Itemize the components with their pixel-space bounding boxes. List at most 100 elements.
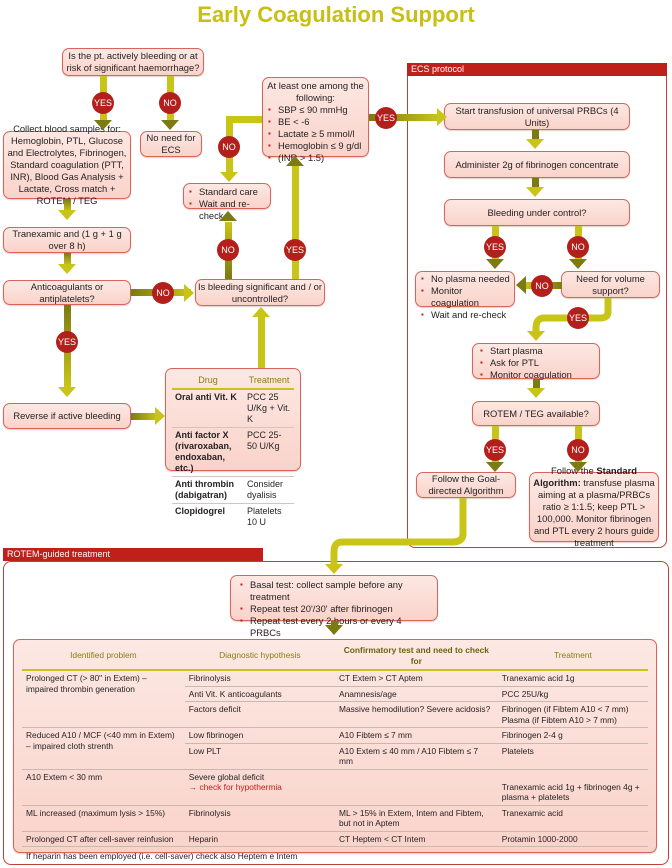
- anticoag-question-box: Anticoagulants or antiplatelets?: [3, 280, 131, 305]
- significant-question-text: Is bleeding significant and / or uncontr…: [197, 280, 323, 304]
- list-item: (INR > 1.5): [267, 152, 364, 164]
- treatment-cell: PCC 25U/kg: [497, 685, 648, 702]
- question-bleeding-box: Is the pt. actively bleeding or at risk …: [62, 48, 204, 76]
- tranexamic-box: Tranexamic and (1 g + 1 g over 8 h): [3, 227, 131, 253]
- yes-badge: YES: [375, 107, 397, 129]
- arrow-down-icon: [569, 259, 587, 269]
- connector: [64, 253, 71, 265]
- test-cell: CT Extem > CT Aptem: [338, 673, 423, 683]
- connector: [532, 178, 539, 188]
- table-row: ML increased (maximum lysis > 15%) Fibri…: [22, 804, 648, 831]
- arrow-down-icon: [58, 210, 76, 220]
- problem-cell: Reduced A10 / MCF (<40 mm in Extem) – im…: [22, 727, 185, 769]
- test-cell: A10 Extem ≤ 40 mm / A10 Fibtem ≤ 7 mm: [334, 742, 498, 769]
- hypothesis-cell: Low fibrinogen: [184, 727, 335, 743]
- connector: [226, 116, 262, 123]
- problem-header: Identified problem: [22, 642, 185, 671]
- table-row: Prolonged CT (> 80" in Extem) – impaired…: [22, 670, 648, 694]
- test-header: Confirmatory test and need to check for: [334, 642, 498, 671]
- problem-cell: Prolonged CT (> 80" in Extem) – impaired…: [26, 673, 147, 694]
- table-row: Prolonged CT after cell-saver reinfusion…: [22, 830, 648, 847]
- connector: [369, 114, 439, 121]
- connector: [131, 413, 157, 420]
- fibrinogen-text: Administer 2g of fibrinogen concentrate: [455, 158, 619, 170]
- list-item: Hemoglobin ≤ 9 g/dl: [267, 140, 364, 152]
- rotem-table-box: Identified problem Diagnostic hypothesis…: [13, 639, 657, 864]
- goal-directed-text: Follow the Goal-directed Algorithm: [428, 473, 504, 496]
- drug-cell: Anti factor X (rivaroxaban, endoxaban, e…: [172, 427, 245, 477]
- arrow-down-icon: [527, 331, 545, 341]
- treatment-header: Treatment: [244, 373, 294, 390]
- start-transfusion-box: Start transfusion of universal PRBCs (4 …: [444, 103, 630, 130]
- rotem-table: Identified problem Diagnostic hypothesis…: [22, 642, 648, 864]
- list-item: Lactate ≥ 5 mmol/l: [267, 128, 364, 140]
- arrow-right-icon: [437, 108, 447, 126]
- standard-algorithm-text: Follow the Standard Algorithm: transfuse…: [532, 465, 656, 549]
- treatment-cell: Tranexamic acid: [497, 804, 648, 831]
- drug-cell: Anti thrombin (dabigatran): [172, 476, 245, 504]
- list-item: Repeat test every 2 hours or every 4 PRB…: [239, 615, 429, 639]
- hypothermia-note: → check for hypothermia: [188, 782, 282, 792]
- connector: [292, 163, 299, 279]
- goal-connector: [330, 498, 467, 564]
- treatment-header: Treatment: [497, 642, 648, 671]
- collect-samples-box: Collect blood samples for: Hemoglobin, P…: [3, 123, 131, 206]
- anticoag-question-text: Anticoagulants or antiplatelets?: [30, 280, 104, 304]
- list-item: Wait and re-check: [188, 198, 266, 222]
- test-cell: Anamnesis/age: [334, 685, 498, 702]
- treatment-cell: Platelets 10 U: [247, 506, 282, 527]
- hypothesis-cell: Anti Vit. K anticoagulants: [184, 685, 335, 702]
- fibrinogen-box: Administer 2g of fibrinogen concentrate: [444, 151, 630, 178]
- arrow-down-icon: [58, 387, 76, 397]
- arrow-down-icon: [58, 264, 76, 274]
- treatment-cell: Tranexamic acid 1g + fibrinogen 4g + pla…: [497, 768, 648, 805]
- arrow-down-icon: [569, 462, 587, 472]
- significant-question-box: Is bleeding significant and / or uncontr…: [195, 279, 325, 306]
- problem-cell: Prolonged CT after cell-saver reinfusion: [22, 830, 185, 847]
- no-badge: NO: [217, 239, 239, 261]
- arrow-up-icon: [219, 211, 237, 221]
- treatment-cell: Fibrinogen (if Fibtem A10 < 7 mm) Plasma…: [497, 701, 648, 728]
- rotem-available-box: ROTEM / TEG available?: [472, 401, 600, 426]
- table-row: Low PLT A10 Extem ≤ 40 mm / A10 Fibtem ≤…: [22, 742, 648, 769]
- table-row: A10 Extem < 30 mm Severe global deficit …: [22, 768, 648, 805]
- no-plasma-box: No plasma needed Monitor coagulation Wai…: [415, 271, 515, 321]
- treatment-cell: PCC 25 U/Kg + Vit. K: [244, 389, 294, 428]
- test-cell: CT Heptem < CT Intem: [334, 830, 498, 847]
- no-ecs-box: No need for ECS: [140, 131, 202, 157]
- arrow-down-icon: [325, 564, 343, 574]
- hypothesis-text: Severe global deficit: [188, 771, 265, 782]
- arrow-down-icon: [527, 388, 545, 398]
- treatment-cell: PCC 25-50 U/Kg: [244, 427, 294, 477]
- connector: [64, 199, 71, 211]
- reverse-text: Reverse if active bleeding: [13, 410, 121, 421]
- table-row: Factors deficit Massive hemodilution? Se…: [22, 701, 648, 728]
- goal-directed-box: Follow the Goal-directed Algorithm: [416, 472, 516, 498]
- drug-cell: Oral anti Vit. K: [172, 389, 245, 428]
- arrow-down-icon: [161, 120, 179, 130]
- arrow-down-icon: [526, 139, 544, 149]
- hypothesis-cell: Fibrinolysis: [188, 673, 231, 683]
- no-badge: NO: [531, 275, 553, 297]
- question-bleeding-text: Is the pt. actively bleeding or at risk …: [66, 50, 200, 73]
- arrow-down-icon: [486, 259, 504, 269]
- criteria-title: At least one among the following:: [267, 80, 364, 103]
- arrow-down-icon: [94, 120, 112, 130]
- arrow-left-icon: [516, 276, 526, 294]
- list-item: Basal test: collect sample before any tr…: [239, 579, 429, 603]
- list-item: Ask for PTL: [479, 357, 593, 369]
- arrow-down-icon: [526, 187, 544, 197]
- start-plasma-box: Start plasma Ask for PTL Monitor coagula…: [472, 343, 600, 381]
- bleeding-control-box: Bleeding under control?: [444, 199, 630, 226]
- hypothesis-cell: Factors deficit: [184, 701, 335, 728]
- footnote: If heparin has been employed (i.e. cell-…: [22, 846, 648, 864]
- test-cell: A10 Fibtem ≤ 7 mm: [334, 727, 498, 743]
- connector: [331, 621, 338, 627]
- treatment-cell: Fibrinogen 2-4 g: [497, 727, 648, 743]
- reverse-box: Reverse if active bleeding: [3, 403, 131, 429]
- rotem-available-text: ROTEM / TEG available?: [483, 407, 589, 419]
- volume-support-box: Need for volume support?: [561, 271, 660, 298]
- standard-rest: transfuse plasma aiming at a plasma/PRBC…: [533, 477, 655, 548]
- list-item: Repeat test 20'/30' after fibrinogen: [239, 603, 429, 615]
- list-item: No plasma needed: [420, 273, 510, 285]
